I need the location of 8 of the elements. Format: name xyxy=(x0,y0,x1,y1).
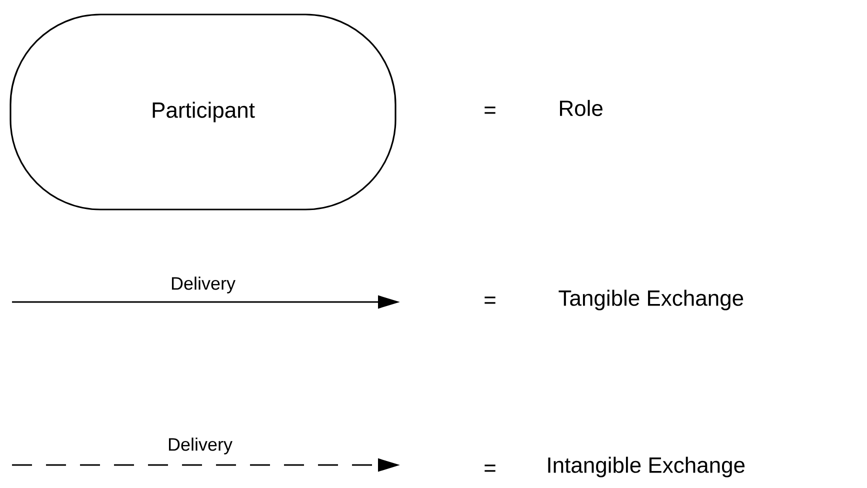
equals-sign: = xyxy=(484,106,496,114)
equals-sign: = xyxy=(484,464,496,472)
arrow-label: Delivery xyxy=(172,276,236,294)
equals-sign: = xyxy=(484,296,496,304)
legend-text: Intangible Exchange xyxy=(548,456,745,478)
legend-text: Role xyxy=(560,100,602,116)
legend-text: Tangible Exchange xyxy=(558,290,744,310)
arrow-label: Delivery xyxy=(168,438,232,454)
